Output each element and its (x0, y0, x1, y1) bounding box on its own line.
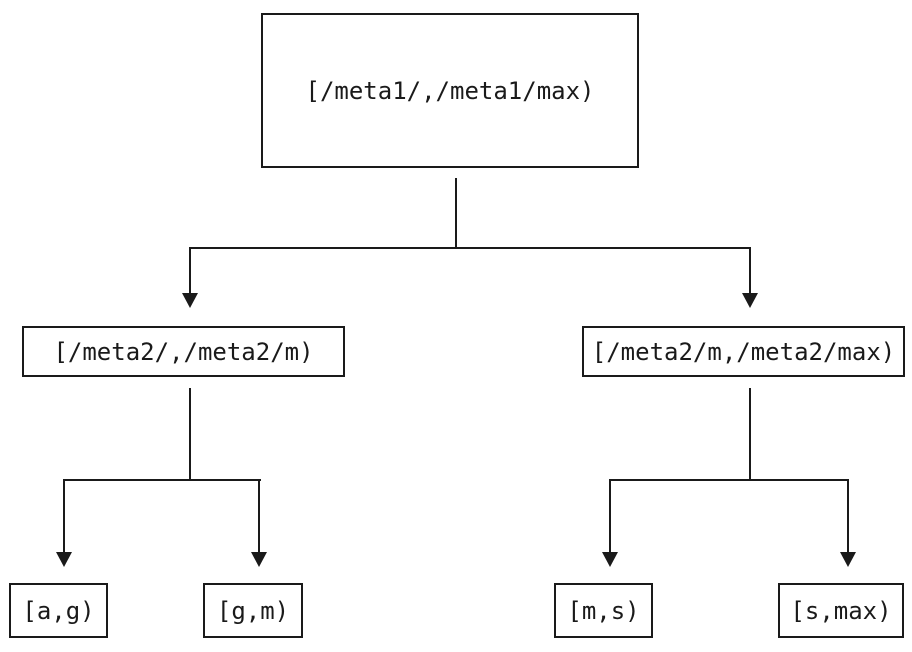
arrowhead-down-icon (251, 552, 267, 567)
tree-node-leaf-ag: [a,g) (9, 583, 108, 638)
edge-root-to-meta2-high-line (749, 247, 751, 293)
edge-root-stem-line (455, 178, 457, 248)
edge-to-leaf-smax-line (847, 479, 849, 552)
tree-node-meta2-low-label: [/meta2/,/meta2/m) (53, 337, 314, 366)
edge-to-leaf-ag-line (63, 479, 65, 552)
tree-node-meta2-low: [/meta2/,/meta2/m) (22, 326, 345, 377)
tree-node-leaf-ms-label: [m,s) (567, 596, 640, 625)
arrowhead-down-icon (840, 552, 856, 567)
edge-meta2-low-crossbar-line (63, 479, 261, 481)
edge-meta2-high-stem-line (749, 388, 751, 480)
tree-node-leaf-ag-label: [a,g) (22, 596, 95, 625)
tree-node-meta2-high-label: [/meta2/m,/meta2/max) (591, 337, 896, 366)
arrowhead-down-icon (182, 293, 198, 308)
edge-root-crossbar-line (189, 247, 751, 249)
edge-meta2-high-crossbar-line (609, 479, 849, 481)
tree-node-meta2-high: [/meta2/m,/meta2/max) (582, 326, 905, 377)
tree-node-leaf-smax-label: [s,max) (790, 596, 892, 625)
tree-node-leaf-gm-label: [g,m) (216, 596, 290, 625)
tree-node-leaf-ms: [m,s) (554, 583, 653, 638)
tree-node-leaf-smax: [s,max) (778, 583, 904, 638)
arrowhead-down-icon (742, 293, 758, 308)
edge-to-leaf-gm-line (258, 479, 260, 552)
arrowhead-down-icon (602, 552, 618, 567)
edge-meta2-low-stem-line (189, 388, 191, 480)
arrowhead-down-icon (56, 552, 72, 567)
edge-to-leaf-ms-line (609, 479, 611, 552)
tree-node-root-label: [/meta1/,/meta1/max) (305, 76, 595, 105)
edge-root-to-meta2-low-line (189, 247, 191, 293)
tree-node-root: [/meta1/,/meta1/max) (261, 13, 639, 168)
tree-node-leaf-gm: [g,m) (203, 583, 303, 638)
